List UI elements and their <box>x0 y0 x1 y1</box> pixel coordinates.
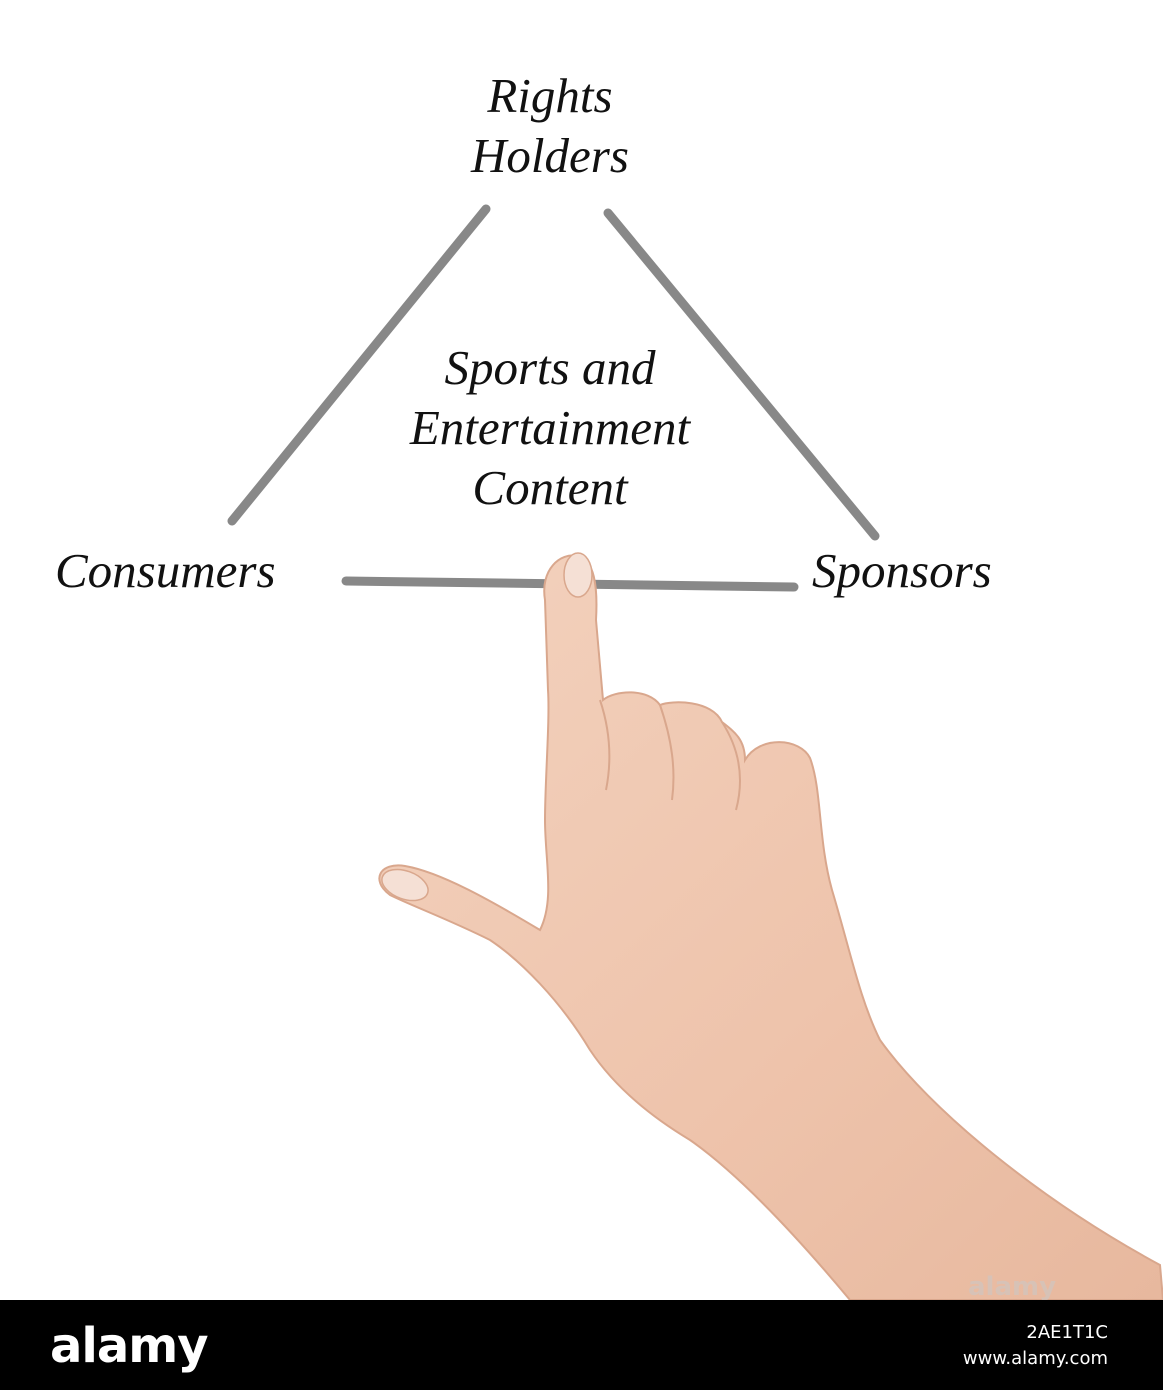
hand-body <box>378 554 1163 1300</box>
edge-right <box>603 208 880 541</box>
center-content-label: Sports and Entertainment Content <box>320 338 780 518</box>
diagram-canvas: Rights Holders Sports and Entertainment … <box>55 66 1163 1302</box>
footer-meta: 2AE1T1C www.alamy.com <box>963 1320 1108 1372</box>
node-rights-holders-line2: Holders <box>471 128 629 183</box>
footer-bar: alamy 2AE1T1C www.alamy.com <box>0 1300 1163 1390</box>
node-consumers: Consumers <box>55 543 276 598</box>
center-line2: Entertainment <box>409 400 691 455</box>
alamy-logo: alamy <box>50 1318 209 1374</box>
site-url: www.alamy.com <box>962 1348 1108 1369</box>
thumbnail <box>381 868 429 902</box>
pointing-hand-image <box>378 552 1163 1300</box>
knuckle-creases <box>599 699 741 811</box>
node-rights-holders-line1: Rights <box>487 68 613 123</box>
node-rights-holders: Rights Holders <box>400 66 700 186</box>
node-sponsors: Sponsors <box>812 543 992 598</box>
image-id: 2AE1T1C <box>1026 1322 1108 1343</box>
edge-left <box>227 204 491 526</box>
fingernail <box>563 552 593 598</box>
watermark: alamy <box>968 1272 1057 1302</box>
center-line1: Sports and <box>444 340 656 395</box>
center-line3: Content <box>472 460 628 515</box>
